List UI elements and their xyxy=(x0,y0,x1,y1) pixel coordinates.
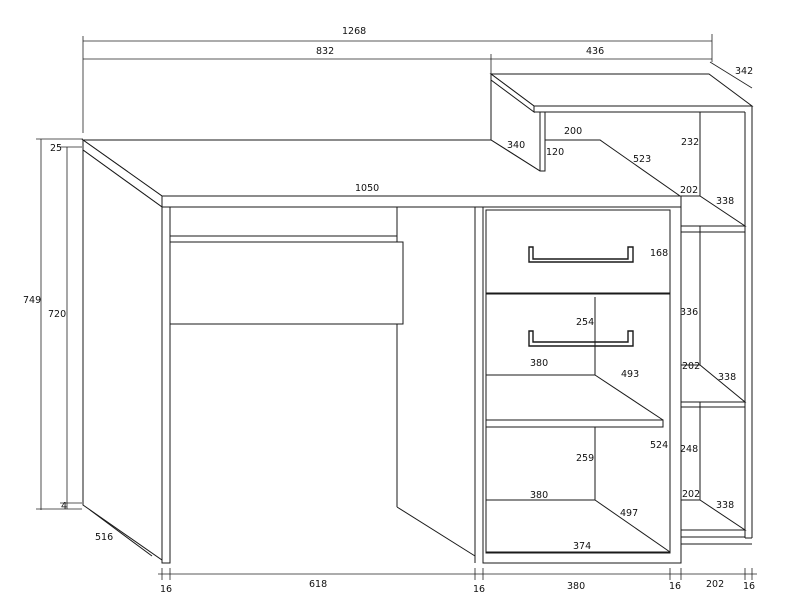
label-side-thickness-4: 16 xyxy=(743,581,755,592)
label-top-thickness: 25 xyxy=(50,143,62,154)
label-lower-cabinet-height: 259 xyxy=(576,453,594,464)
label-upper-shelf-width: 200 xyxy=(564,126,582,137)
label-drawer-height: 168 xyxy=(650,248,668,259)
label-upper-shelf-depth: 523 xyxy=(633,154,651,165)
inner-partition xyxy=(396,207,484,563)
label-shelf1-depth-b: 338 xyxy=(716,196,734,207)
dimension-labels: 1268 832 436 342 25 749 720 4 516 1050 3… xyxy=(23,26,755,595)
label-inner-depth-top: 493 xyxy=(621,369,639,380)
label-top-length: 1050 xyxy=(355,183,379,194)
label-riser-height: 340 xyxy=(507,140,525,151)
label-cabinet-width: 380 xyxy=(567,581,585,592)
label-upper-compartment: 232 xyxy=(681,137,699,148)
desk-top xyxy=(81,139,682,208)
left-side-panel xyxy=(82,149,171,564)
label-open-shelf-width: 202 xyxy=(706,579,724,590)
keyboard-drawer xyxy=(169,207,404,325)
cabinet xyxy=(482,206,682,564)
label-total-height: 749 xyxy=(23,295,41,306)
label-side-thickness-3: 16 xyxy=(669,581,681,592)
label-shelf-depth: 342 xyxy=(735,66,753,77)
left-dimension-lines xyxy=(36,138,83,510)
side-shelving xyxy=(545,106,753,545)
label-overall-width: 1268 xyxy=(342,26,366,37)
label-mid-compartment: 336 xyxy=(680,307,698,318)
label-shelf3-depth-a: 202 xyxy=(682,489,700,500)
label-lower-compartment: 248 xyxy=(680,444,698,455)
label-inner-width-bottom: 380 xyxy=(530,490,548,501)
label-riser-depth: 120 xyxy=(546,147,564,158)
label-cabinet-height: 524 xyxy=(650,440,668,451)
label-shelf3-depth-b: 338 xyxy=(716,500,734,511)
label-cabinet-bottom-width: 374 xyxy=(573,541,591,552)
label-desk-depth: 516 xyxy=(95,532,113,543)
label-side-thickness-1: 16 xyxy=(160,584,172,595)
label-desk-width: 832 xyxy=(316,46,334,57)
label-shelf1-depth-a: 202 xyxy=(680,185,698,196)
label-leg-height: 720 xyxy=(48,309,66,320)
label-inner-width-top: 380 xyxy=(530,358,548,369)
label-shelf2-depth-b: 338 xyxy=(718,372,736,383)
label-drawer2-height: 254 xyxy=(576,317,594,328)
label-side-thickness-2: 16 xyxy=(473,584,485,595)
label-inner-depth-bottom: 497 xyxy=(620,508,638,519)
bottom-dimension-lines xyxy=(158,568,757,580)
label-plinth: 4 xyxy=(61,501,67,512)
label-shelf-width: 436 xyxy=(586,46,604,57)
label-shelf2-depth-a: 202 xyxy=(682,361,700,372)
top-dimension-lines xyxy=(82,34,753,133)
label-knee-space: 618 xyxy=(309,579,327,590)
